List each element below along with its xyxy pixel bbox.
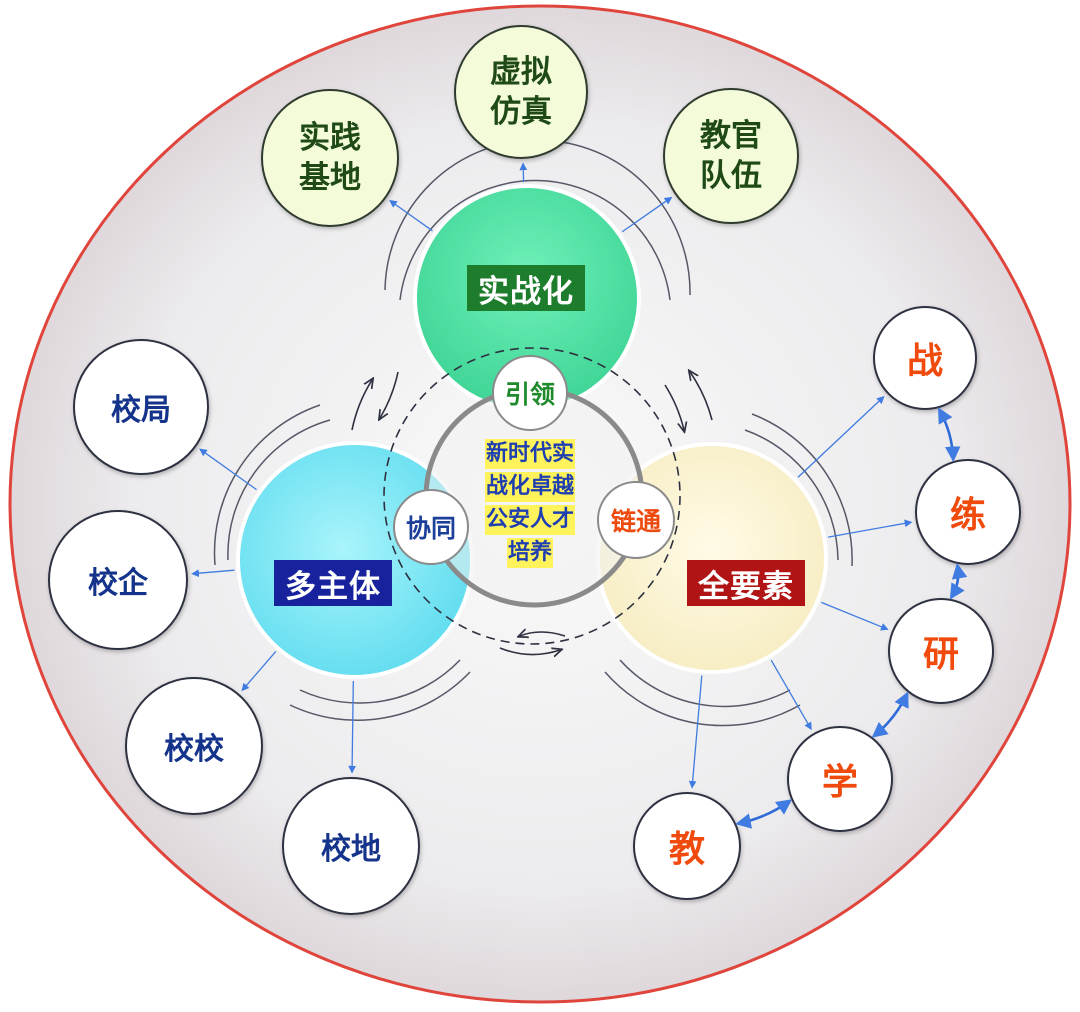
multi-node-circle (282, 777, 420, 915)
flow-arrow (797, 395, 885, 478)
element-link-arrow (735, 799, 793, 829)
element-double-arrows (735, 407, 968, 829)
flow-arrow (519, 162, 528, 183)
flow-arrow (241, 651, 277, 692)
practical-node-circle (454, 25, 588, 159)
element-link-arrow (871, 691, 909, 738)
outer-nodes (48, 25, 1021, 915)
flow-arrow (348, 680, 357, 774)
connector-circle-lead (492, 355, 568, 431)
practical-node-circle (261, 89, 399, 227)
flow-arrow (821, 601, 889, 631)
element-node-circle (633, 792, 741, 900)
element-node-circle (888, 598, 994, 704)
flow-arrow (199, 448, 257, 491)
multi-node-circle (73, 339, 209, 475)
dashed-orbit (383, 347, 681, 645)
element-node-circle (915, 459, 1021, 565)
connector-circle-collab (393, 489, 469, 565)
flow-arrow (828, 519, 913, 538)
cycle-arrows (351, 372, 713, 655)
flow-arrow (191, 569, 235, 578)
blue-arrows (191, 162, 913, 789)
flow-arrow (389, 199, 433, 232)
connector-circle-link (597, 481, 675, 559)
element-node-circle (787, 726, 893, 832)
flow-arrow (688, 675, 703, 789)
multi-node-circle (125, 677, 263, 815)
practical-node-circle (663, 88, 799, 224)
multi-node-circle (48, 510, 188, 650)
element-link-arrow (949, 562, 968, 600)
flow-arrow (621, 196, 673, 233)
element-link-arrow (938, 407, 961, 463)
element-node-circle (873, 306, 977, 410)
flow-arrow (770, 659, 812, 731)
